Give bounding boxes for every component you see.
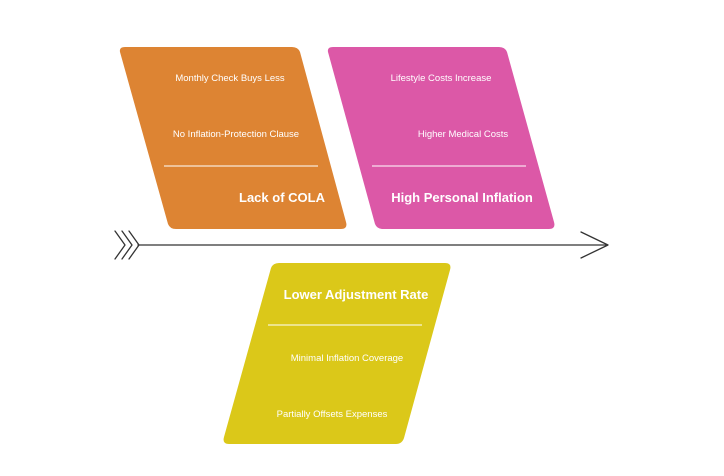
cause-lower-adjustment-rate: Lower Adjustment Rate Minimal Inflation … — [223, 263, 451, 444]
cause-item-1: Minimal Inflation Coverage — [291, 353, 403, 364]
cause-item-1: Lifestyle Costs Increase — [391, 73, 492, 84]
cause-box — [327, 47, 555, 229]
tail-chevron-3 — [128, 230, 140, 260]
arrow-head — [580, 231, 609, 259]
cause-item-2: Partially Offsets Expenses — [277, 409, 388, 420]
cause-item-2: No Inflation-Protection Clause — [173, 129, 299, 140]
cause-title: High Personal Inflation — [391, 190, 533, 205]
cause-box — [119, 47, 347, 229]
cause-item-1: Monthly Check Buys Less — [175, 73, 285, 84]
cause-item-2: Higher Medical Costs — [418, 129, 509, 140]
cause-high-personal-inflation: Lifestyle Costs Increase Higher Medical … — [327, 47, 555, 229]
cause-box — [223, 263, 451, 444]
tail-chevron-2 — [121, 230, 133, 260]
tail-chevron-1 — [114, 230, 126, 260]
cause-title: Lack of COLA — [239, 190, 326, 205]
cause-lack-of-cola: Monthly Check Buys Less No Inflation-Pro… — [119, 47, 347, 229]
spine-arrow — [114, 230, 609, 260]
cause-title: Lower Adjustment Rate — [284, 287, 429, 302]
